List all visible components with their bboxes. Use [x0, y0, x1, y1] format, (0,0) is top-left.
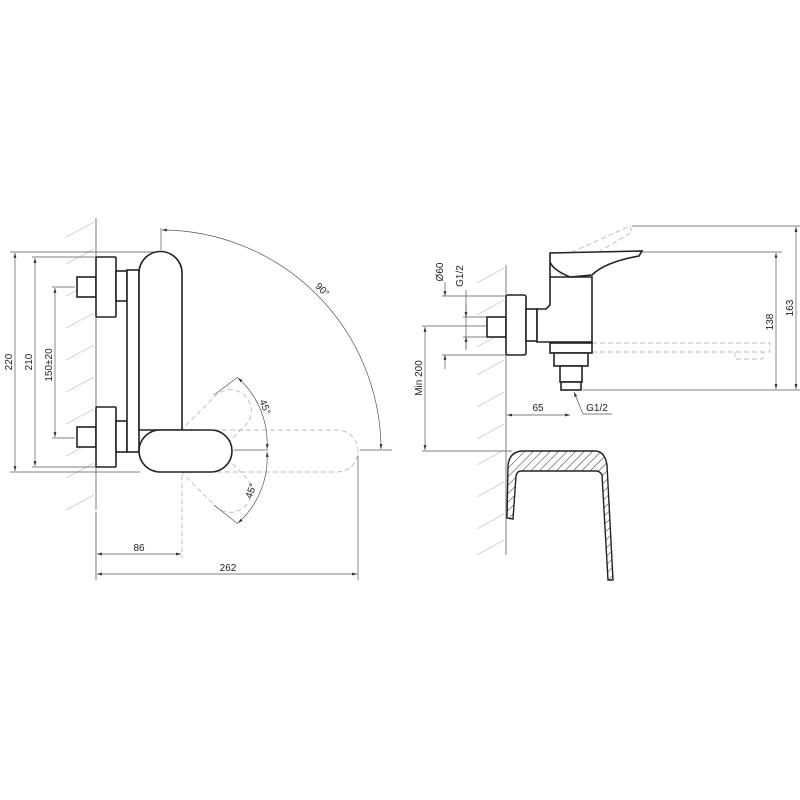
wall-hatching — [65, 218, 97, 580]
dim-thread-top-label: G1/2 — [455, 265, 466, 287]
dimension-thread-top: G1/2 — [455, 265, 487, 350]
dim-86-label: 86 — [133, 543, 145, 554]
angle-45-down-label: 45° — [244, 482, 260, 500]
outlet-tip — [560, 381, 582, 391]
dimension-262: 262 — [97, 456, 359, 580]
thread-outlet-label: G1/2 — [586, 403, 608, 414]
dimension-diameter-60: Ø60 — [435, 262, 506, 369]
lower-hex-nut — [115, 420, 128, 453]
side-hex-nut — [525, 308, 538, 342]
basin-section — [506, 450, 614, 581]
dim-210-label: 210 — [24, 353, 35, 370]
faucet-body — [138, 250, 183, 431]
dim-262-label: 262 — [220, 563, 237, 574]
angle-90-label: 90° — [313, 281, 331, 299]
outlet-thread — [559, 365, 583, 383]
side-nipple — [486, 316, 507, 338]
dim-163-label: 163 — [785, 299, 796, 316]
upper-hex-nut — [115, 270, 128, 302]
angle-45: 45° 45° — [213, 376, 273, 525]
dimension-138: 138 — [583, 251, 800, 391]
outlet-ring — [549, 342, 593, 354]
lever-raised-outline — [549, 225, 633, 276]
side-flange — [505, 294, 527, 356]
faucet-front — [76, 250, 233, 473]
lever-handle — [138, 429, 233, 473]
thread-outlet-callout: G1/2 — [573, 391, 612, 415]
side-lever — [549, 250, 644, 278]
outlet-nut — [553, 352, 589, 367]
body-connector — [126, 269, 140, 453]
upper-nipple — [76, 276, 97, 298]
dimension-86: 86 — [97, 543, 181, 556]
dim-138-label: 138 — [765, 313, 776, 330]
dim-220-label: 220 — [4, 353, 15, 370]
lower-nipple — [76, 426, 97, 448]
side-wall-hatching — [476, 265, 507, 556]
dim-min200-label: Min 200 — [414, 360, 425, 396]
faucet-side — [486, 250, 644, 391]
lower-flange — [95, 406, 117, 468]
dimension-220: 220 — [4, 251, 160, 473]
dim-65-label: 65 — [532, 403, 544, 414]
front-view: 220 210 150±20 — [4, 218, 392, 580]
side-view: Ø60 G1/2 Min 200 65 G1/2 — [414, 225, 800, 581]
side-body — [536, 276, 593, 343]
dim-150-label: 150±20 — [44, 348, 55, 382]
dimension-150: 150±20 — [44, 286, 75, 439]
upper-flange — [95, 256, 117, 318]
dimension-210: 210 — [24, 256, 96, 468]
dimension-163: 163 — [632, 225, 800, 389]
spout-outline — [592, 342, 771, 360]
dimension-min-200: Min 200 — [414, 325, 512, 452]
angle-45-up-label: 45° — [257, 398, 273, 416]
dim-diameter-label: Ø60 — [435, 262, 446, 281]
dimension-65: 65 — [507, 403, 570, 417]
angle-90: 90° — [160, 228, 392, 451]
